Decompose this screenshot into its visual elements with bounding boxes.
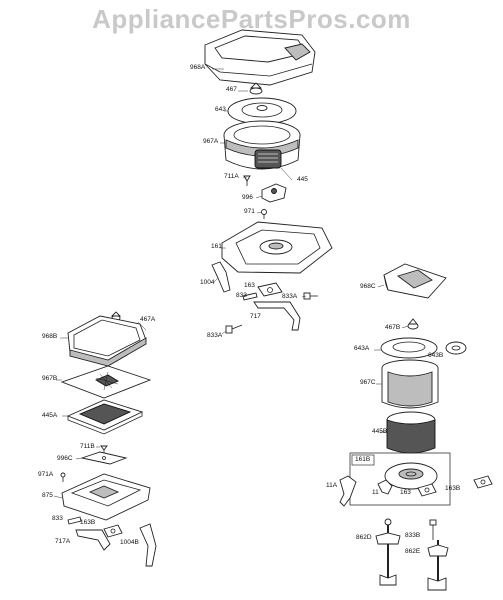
part-996c-bracket <box>80 451 128 465</box>
part-467b-nut <box>407 318 419 330</box>
label-1004b: 1004B <box>120 539 139 546</box>
label-875: 875 <box>42 492 53 499</box>
label-711a: 711A <box>224 173 239 180</box>
part-968b-cover <box>67 315 147 367</box>
part-445b-prefilter <box>386 411 436 454</box>
part-467-nut <box>249 82 263 95</box>
part-445-prefilter <box>254 149 282 169</box>
label-445: 445 <box>297 176 308 183</box>
label-968c: 968C <box>360 283 376 290</box>
part-971a-screw <box>60 472 66 482</box>
part-833b-bolt <box>429 519 437 540</box>
part-967b-filter <box>60 365 152 399</box>
label-467b: 467B <box>385 324 401 331</box>
label-643a: 643A <box>354 345 370 352</box>
watermark: AppliancePartsPros.com <box>92 4 411 34</box>
label-833-top: 833 <box>236 292 247 299</box>
part-717-link <box>253 301 301 331</box>
label-862e: 862E <box>405 548 421 555</box>
label-11a: 11A <box>326 482 338 489</box>
label-833a-left: 833A <box>207 332 223 339</box>
label-161: 161 <box>211 243 222 250</box>
part-11-tube <box>377 479 393 495</box>
label-445a: 445A <box>42 412 58 419</box>
part-833-stud-left <box>67 516 82 525</box>
label-445b: 445B <box>372 428 388 435</box>
label-643: 643 <box>215 106 226 113</box>
part-971-screw <box>261 209 267 219</box>
label-467: 467 <box>226 86 237 93</box>
part-11a-tube <box>339 475 357 507</box>
label-968a: 968A <box>190 64 206 71</box>
part-163b-gasket-right <box>473 475 493 489</box>
part-445a-prefilter <box>66 399 144 435</box>
label-996: 996 <box>242 194 253 201</box>
part-875-base <box>61 473 151 521</box>
label-862d: 862D <box>356 534 372 541</box>
part-717a-link <box>75 529 111 551</box>
part-968a-cover <box>204 29 316 86</box>
label-161b: 161B <box>355 456 371 463</box>
label-163-top: 163 <box>244 282 255 289</box>
part-163-gasket <box>257 282 283 297</box>
label-967a: 967A <box>203 138 219 145</box>
label-833b: 833B <box>405 532 421 539</box>
label-163-right: 163 <box>400 489 411 496</box>
leader-lines <box>53 68 409 499</box>
part-643a-plate <box>380 337 438 359</box>
label-717-top: 717 <box>250 313 261 320</box>
label-163b-right: 163B <box>445 485 461 492</box>
label-971: 971 <box>244 208 255 215</box>
part-643-plate <box>227 97 297 125</box>
part-1004b-tube <box>139 523 157 567</box>
part-161-base <box>221 221 333 274</box>
label-833-left: 833 <box>52 515 63 522</box>
label-833a-right: 833A <box>282 293 298 300</box>
label-643b: 643B <box>428 352 444 359</box>
label-11: 11 <box>372 489 379 496</box>
part-968c-cover <box>383 263 447 299</box>
part-161b-base <box>384 462 438 490</box>
part-862d-bracket <box>375 518 401 586</box>
label-967b: 967B <box>42 375 58 382</box>
label-1004-top: 1004 <box>200 279 215 286</box>
label-996c: 996C <box>57 455 73 462</box>
part-833a-bolt-right <box>303 292 318 300</box>
part-711a-screw <box>243 175 251 186</box>
label-711b: 711B <box>80 443 95 450</box>
part-862e-bracket <box>427 540 449 591</box>
part-643b-washer <box>445 341 467 355</box>
part-996-bracket <box>261 183 287 203</box>
part-163b-gasket-left <box>103 524 123 538</box>
label-717a: 717A <box>55 538 71 545</box>
label-967c: 967C <box>360 379 376 386</box>
part-163-gasket-right <box>417 483 437 497</box>
part-1004-tube <box>211 261 231 293</box>
part-833-stud <box>242 292 258 301</box>
label-971a: 971A <box>38 471 54 478</box>
label-968b: 968B <box>42 333 58 340</box>
part-967c-filter <box>381 359 439 409</box>
label-467a: 467A <box>140 316 156 323</box>
label-163b-left: 163B <box>80 519 96 526</box>
part-833a-bolt-left <box>225 324 243 334</box>
